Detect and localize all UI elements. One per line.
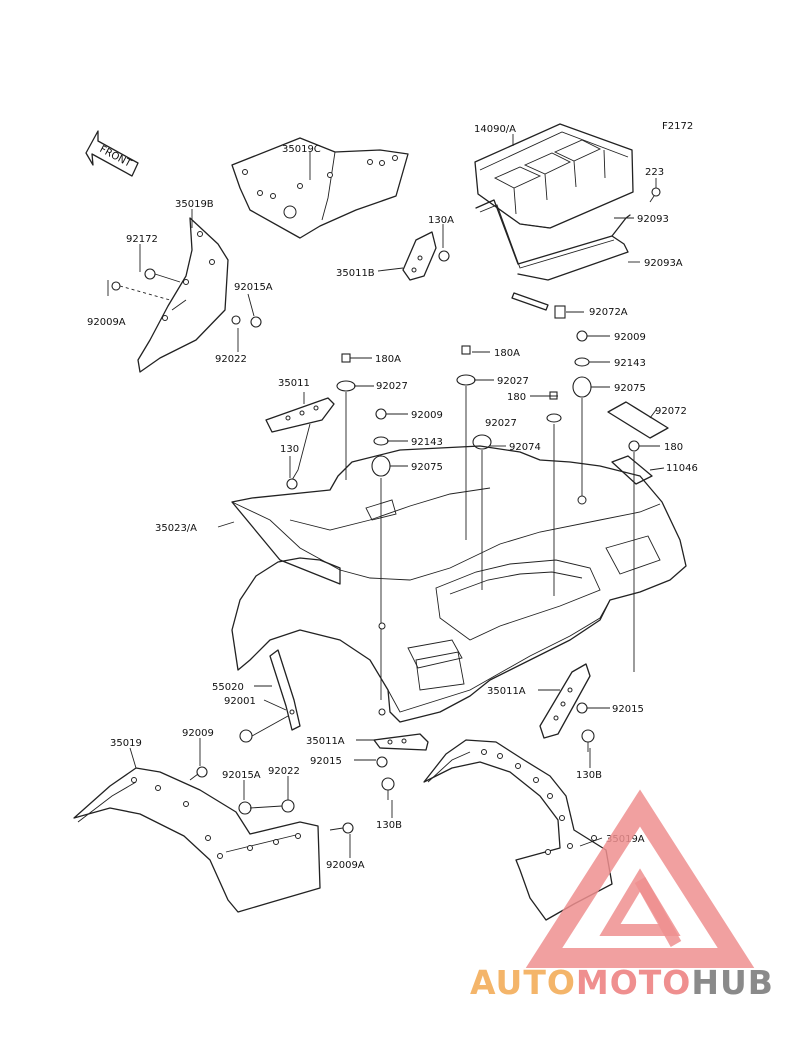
label-92027-left: 92027: [376, 381, 408, 392]
label-92143-mid: 92143: [411, 437, 443, 448]
label-180-mid: 180: [507, 392, 526, 403]
label-35023-a: 35023/A: [155, 523, 197, 534]
label-92022-bottom: 92022: [268, 766, 300, 777]
bracket-35011a-center: [373, 733, 429, 800]
svg-text:AUTOMOTOHUB: AUTOMOTOHUB: [470, 963, 774, 1002]
seal-92093: [475, 199, 631, 269]
watermark-auto: AUTO: [470, 963, 576, 1002]
watermark-triangle-icon: [525, 789, 755, 968]
label-92015a-top: 92015A: [234, 282, 273, 293]
label-92009-bottom: 92009: [182, 728, 214, 739]
mudflap-35019: [73, 767, 321, 913]
watermark-moto: MOTO: [576, 963, 691, 1002]
mount-stack-right: [456, 345, 562, 596]
front-arrow-icon: FRONT: [85, 130, 139, 177]
screw-223: [649, 187, 661, 203]
bracket-35011b: [402, 231, 450, 281]
bracket-35011a-right: [539, 663, 595, 752]
label-35011a-center: 35011A: [306, 736, 345, 747]
fasteners-left: [111, 268, 262, 328]
diagram-id: F2172: [662, 121, 693, 132]
label-92074: 92074: [509, 442, 541, 453]
label-55020: 55020: [212, 682, 244, 693]
front-arrow-label: FRONT: [98, 144, 134, 170]
label-92009-right: 92009: [614, 332, 646, 343]
flap-35019c: [231, 137, 409, 239]
label-92093a: 92093A: [644, 258, 683, 269]
flap-35019b: [137, 217, 229, 373]
label-92022-top: 92022: [215, 354, 247, 365]
strip-92072a: [511, 292, 549, 311]
label-35019b: 35019B: [175, 199, 214, 210]
label-92072a: 92072A: [589, 307, 628, 318]
label-130b-center: 130B: [376, 820, 402, 831]
label-92015-right: 92015: [612, 704, 644, 715]
label-35011b: 35011B: [336, 268, 375, 279]
label-180a-left: 180A: [375, 354, 401, 365]
bracket-55020: [239, 649, 301, 743]
label-35019c: 35019C: [282, 144, 321, 155]
fasteners-bottom-left: [189, 766, 354, 834]
clip-92072a: [554, 305, 566, 319]
label-130b-right: 130B: [576, 770, 602, 781]
label-92015a-bottom: 92015A: [222, 770, 261, 781]
label-92093: 92093: [637, 214, 669, 225]
label-11046: 11046: [666, 463, 698, 474]
label-92001: 92001: [224, 696, 256, 707]
leader-lines: [107, 134, 665, 858]
label-92072: 92072: [655, 406, 687, 417]
label-92009-mid: 92009: [411, 410, 443, 421]
label-223: 223: [645, 167, 664, 178]
label-92009a-top: 92009A: [87, 317, 126, 328]
label-92009a-bottom: 92009A: [326, 860, 365, 871]
label-92027-right: 92027: [497, 376, 529, 387]
label-92075-mid: 92075: [411, 462, 443, 473]
rear-fender-35023: [231, 445, 687, 723]
mount-stack-far-right: [572, 330, 669, 672]
label-92143-right: 92143: [614, 358, 646, 369]
label-180a-right: 180A: [494, 348, 520, 359]
label-92027-mid: 92027: [485, 418, 517, 429]
label-92172: 92172: [126, 234, 158, 245]
label-35011: 35011: [278, 378, 310, 389]
label-92015-center: 92015: [310, 756, 342, 767]
mudflap-35019a: [423, 739, 613, 921]
watermark-logo: AUTOMOTOHUB: [470, 789, 774, 1002]
label-130: 130: [280, 444, 299, 455]
label-14090-a: 14090/A: [474, 124, 516, 135]
watermark-hub: HUB: [691, 963, 774, 1002]
bracket-35011: [265, 397, 335, 490]
label-130a: 130A: [428, 215, 454, 226]
label-35019: 35019: [110, 738, 142, 749]
part-labels: 14090/A 223 92093 92093A 92072A 35019C 3…: [87, 124, 698, 871]
mount-stack-left: [336, 353, 391, 700]
label-180-right: 180: [664, 442, 683, 453]
seal-92093a: [517, 235, 629, 281]
label-92075-right: 92075: [614, 383, 646, 394]
rear-cover-14090: [474, 123, 634, 229]
label-35011a-right: 35011A: [487, 686, 526, 697]
